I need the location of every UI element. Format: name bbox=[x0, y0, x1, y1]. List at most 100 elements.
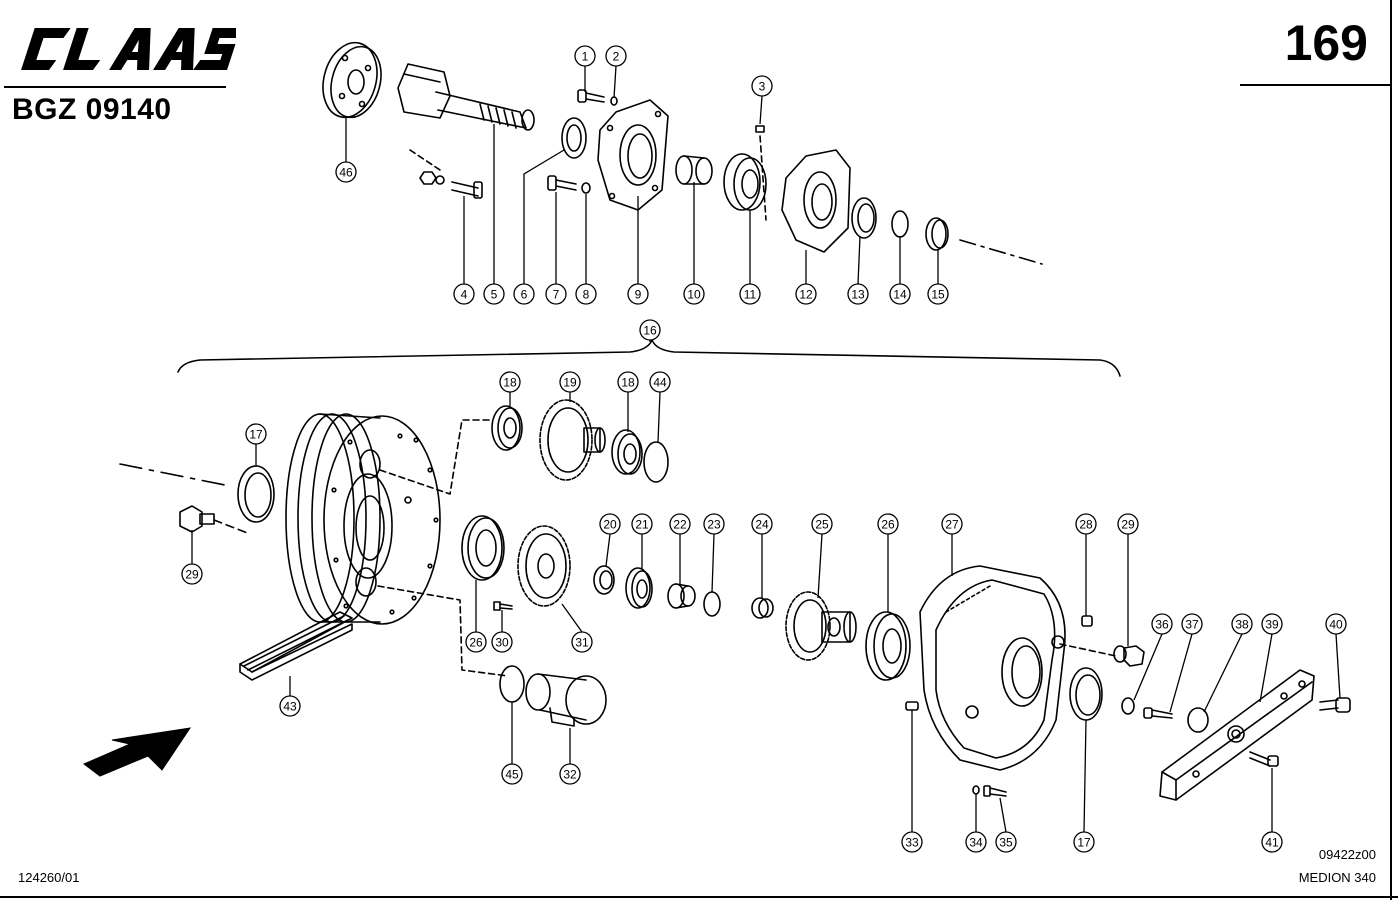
callout-label: 9 bbox=[635, 288, 642, 302]
callout-20: 20 bbox=[599, 513, 621, 567]
part-21-bearing bbox=[625, 567, 653, 609]
part-11-bearing bbox=[723, 153, 767, 211]
part-12-cover bbox=[781, 149, 851, 253]
callout-label: 25 bbox=[815, 518, 829, 532]
direction-arrow-icon bbox=[83, 727, 192, 777]
brace-16 bbox=[177, 339, 1121, 377]
callout-label: 17 bbox=[1077, 836, 1091, 850]
part-14-circlip bbox=[891, 210, 909, 238]
callout-37: 37 bbox=[1169, 613, 1203, 713]
callout-label: 22 bbox=[673, 518, 687, 532]
callout-label: 18 bbox=[503, 376, 517, 390]
part-9-housing bbox=[597, 99, 669, 211]
callout-16: 16 bbox=[639, 319, 661, 342]
callout-12: 12 bbox=[795, 250, 817, 305]
callout-3: 3 bbox=[751, 75, 773, 125]
part-8-washer bbox=[581, 182, 591, 194]
callout-label: 35 bbox=[999, 836, 1013, 850]
part-40-bolt bbox=[1319, 697, 1351, 713]
part-46-flange bbox=[322, 41, 382, 119]
callout-18: 18 bbox=[499, 371, 521, 406]
callout-label: 5 bbox=[491, 288, 498, 302]
part-15-nut bbox=[925, 217, 949, 251]
callout-38: 38 bbox=[1203, 613, 1253, 713]
callout-25: 25 bbox=[811, 513, 833, 599]
part-25-gear bbox=[785, 591, 857, 661]
callout-34: 34 bbox=[965, 794, 987, 853]
part-1-bolt bbox=[577, 89, 605, 103]
callout-label: 16 bbox=[643, 324, 657, 338]
callout-23: 23 bbox=[703, 513, 725, 593]
callout-24: 24 bbox=[751, 513, 773, 598]
part-18b-bearing bbox=[611, 429, 643, 475]
callout-40: 40 bbox=[1325, 613, 1347, 699]
part-3-key bbox=[755, 125, 765, 133]
drawing-code: BGZ 09140 bbox=[12, 93, 172, 126]
part-24-spacer bbox=[751, 597, 774, 619]
callout-label: 39 bbox=[1265, 618, 1279, 632]
callout-31: 31 bbox=[561, 603, 593, 653]
callout-2: 2 bbox=[605, 45, 627, 99]
callout-15: 15 bbox=[927, 250, 949, 305]
callout-label: 4 bbox=[461, 288, 468, 302]
part-44-ring bbox=[643, 441, 669, 483]
callout-label: 32 bbox=[563, 768, 577, 782]
callout-30: 30 bbox=[491, 610, 513, 653]
callout-33: 33 bbox=[901, 710, 923, 853]
callout-label: 6 bbox=[521, 288, 528, 302]
part-26b-bearing bbox=[865, 611, 911, 681]
callout-label: 12 bbox=[799, 288, 813, 302]
part-34-washer bbox=[972, 785, 980, 795]
callout-label: 20 bbox=[603, 518, 617, 532]
callout-18: 18 bbox=[617, 371, 639, 432]
header-rule-right bbox=[1240, 84, 1390, 86]
callout-label: 44 bbox=[653, 376, 667, 390]
frame-border-bottom bbox=[0, 896, 1398, 898]
claas-logo-icon bbox=[21, 28, 236, 70]
part-36-washer bbox=[1121, 697, 1135, 715]
callout-label: 18 bbox=[621, 376, 635, 390]
callout-21: 21 bbox=[631, 513, 653, 570]
callout-label: 10 bbox=[687, 288, 701, 302]
callout-label: 24 bbox=[755, 518, 769, 532]
callout-label: 28 bbox=[1079, 518, 1093, 532]
callout-label: 19 bbox=[563, 376, 577, 390]
page-number: 169 bbox=[1284, 15, 1368, 71]
part-10-bushing bbox=[675, 155, 713, 185]
callout-label: 36 bbox=[1155, 618, 1169, 632]
callout-label: 31 bbox=[575, 636, 589, 650]
part-31-gear bbox=[517, 525, 571, 607]
callout-10: 10 bbox=[683, 182, 705, 305]
callout-11: 11 bbox=[739, 210, 761, 305]
callout-5: 5 bbox=[483, 124, 505, 305]
part-43-belt bbox=[239, 611, 353, 681]
part-26-bearing bbox=[461, 515, 505, 581]
part-2-washer bbox=[610, 96, 618, 106]
callout-label: 26 bbox=[469, 636, 483, 650]
callout-8: 8 bbox=[575, 194, 597, 305]
callout-43: 43 bbox=[279, 676, 301, 717]
header-rule-left bbox=[4, 86, 226, 88]
callout-26: 26 bbox=[465, 580, 487, 653]
callout-26: 26 bbox=[877, 513, 899, 612]
callout-44: 44 bbox=[649, 371, 671, 443]
part-19-gear bbox=[539, 399, 606, 481]
callout-label: 2 bbox=[613, 50, 620, 64]
callout-label: 29 bbox=[185, 568, 199, 582]
callout-label: 40 bbox=[1329, 618, 1343, 632]
frame-border-right bbox=[1390, 0, 1392, 900]
callout-13: 13 bbox=[847, 235, 869, 305]
callout-label: 26 bbox=[881, 518, 895, 532]
callout-label: 14 bbox=[893, 288, 907, 302]
part-39-bracket bbox=[1159, 669, 1315, 801]
footer-left-code: 124260/01 bbox=[18, 870, 80, 885]
callout-label: 11 bbox=[744, 288, 757, 302]
part-32-bushing bbox=[525, 673, 607, 727]
callout-35: 35 bbox=[995, 797, 1017, 853]
callout-label: 33 bbox=[905, 836, 919, 850]
part-35-bolt bbox=[983, 785, 1007, 797]
part-33-pin bbox=[905, 701, 919, 711]
callout-label: 7 bbox=[553, 288, 560, 302]
